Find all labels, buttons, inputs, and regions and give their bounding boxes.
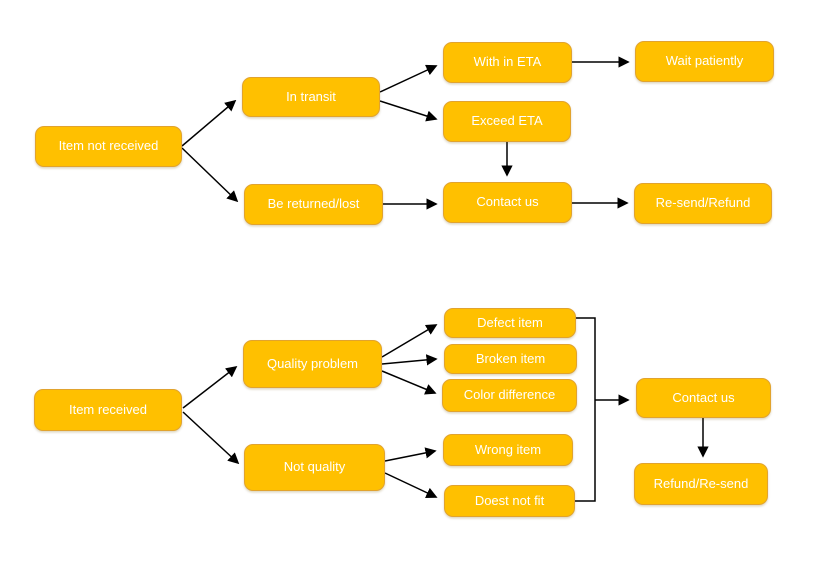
edge-not-quality-to-wrong-item [384, 447, 437, 462]
node-resend-refund: Re-send/Refund [634, 183, 772, 224]
edge-item-not-received-to-be-returned-lost [181, 147, 239, 203]
node-refund-resend: Refund/Re-send [634, 463, 768, 505]
edge-quality-problem-to-defect-item [381, 324, 438, 358]
edge-in-transit-to-exceed-eta [379, 100, 438, 122]
edge-item-received-to-not-quality [182, 411, 240, 465]
node-doest-not-fit: Doest not fit [444, 485, 575, 517]
node-in-transit: In transit [242, 77, 380, 117]
node-color-difference: Color difference [442, 379, 577, 412]
edge-quality-problem-to-color-difference [381, 370, 437, 395]
node-wrong-item: Wrong item [443, 434, 573, 466]
node-broken-item: Broken item [444, 344, 577, 374]
node-item-not-received: Item not received [35, 126, 182, 167]
bracket-connector [575, 317, 596, 502]
edge-item-not-received-to-in-transit [181, 99, 237, 147]
node-defect-item: Defect item [444, 308, 576, 338]
node-exceed-eta: Exceed ETA [443, 101, 571, 142]
node-item-received: Item received [34, 389, 182, 431]
node-with-in-eta: With in ETA [443, 42, 572, 83]
node-quality-problem: Quality problem [243, 340, 382, 388]
node-contact-us-top: Contact us [443, 182, 572, 223]
node-not-quality: Not quality [244, 444, 385, 491]
edge-quality-problem-to-broken-item [381, 354, 438, 366]
node-wait-patiently: Wait patiently [635, 41, 774, 82]
node-be-returned-lost: Be returned/lost [244, 184, 383, 225]
edge-not-quality-to-doest-not-fit [384, 472, 438, 499]
node-contact-us-bottom: Contact us [636, 378, 771, 418]
edge-item-received-to-quality-problem [182, 365, 238, 409]
edge-in-transit-to-with-in-eta [379, 64, 438, 93]
